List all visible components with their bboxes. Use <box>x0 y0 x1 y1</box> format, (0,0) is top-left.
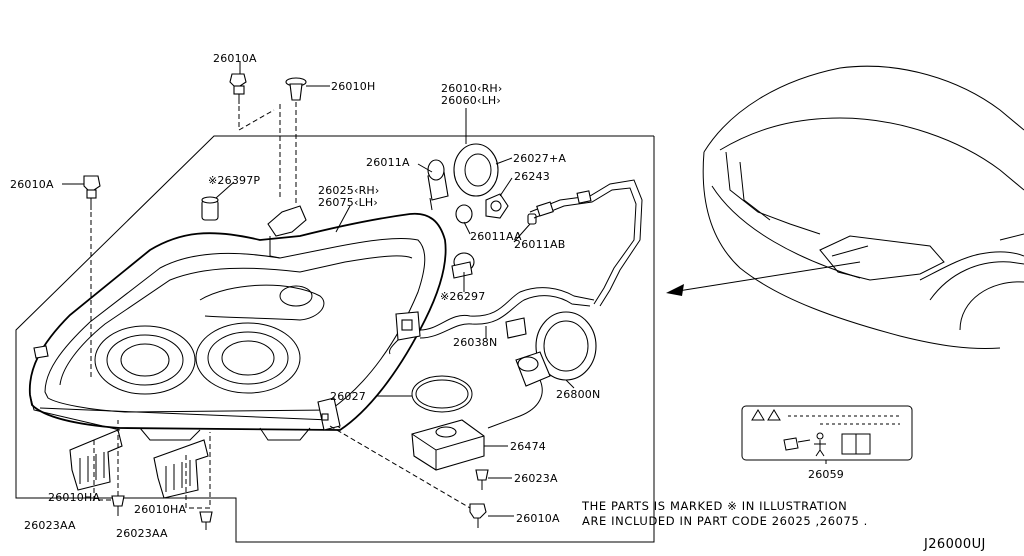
label-26059: 26059 <box>808 468 844 481</box>
label-26060LH: 26060‹LH› <box>441 94 501 107</box>
bulb-26297 <box>451 252 475 279</box>
label-26397P: ※26397P <box>208 174 260 187</box>
diagram-code: J26000UJ <box>923 537 986 552</box>
cap-26397P <box>201 196 219 221</box>
label-26011AA: 26011AA <box>470 230 522 243</box>
bolt-26010A-top <box>229 73 247 104</box>
bulb-26011AB <box>527 213 537 225</box>
bulb-26011AA <box>455 204 473 224</box>
label-26025RH: 26025‹RH› <box>318 184 380 197</box>
harness-26038N <box>389 179 643 355</box>
label-26027A: 26027+A <box>513 152 566 165</box>
clip-26010H <box>285 77 307 101</box>
bracket-26010HA-left <box>69 429 123 491</box>
label-26023AA-1: 26023AA <box>24 519 76 532</box>
screw-26023AA-2 <box>199 511 213 530</box>
label-26010HA-2: 26010HA <box>134 503 186 516</box>
socket-26243 <box>485 193 509 219</box>
bolt-26010A-left <box>83 175 101 210</box>
ballast-26474 <box>411 419 485 471</box>
label-26023A: 26023A <box>514 472 558 485</box>
label-26038N: 26038N <box>453 336 497 349</box>
bulb-26011A <box>427 159 449 211</box>
label-26243: 26243 <box>514 170 550 183</box>
label-26297: ※26297 <box>440 290 485 303</box>
warning-label-26059 <box>741 405 913 464</box>
bolt-26010A-bottom <box>469 503 487 528</box>
cover-26800N <box>535 311 597 381</box>
note-line-1: THE PARTS IS MARKED ※ IN ILLUSTRATION <box>581 499 847 513</box>
label-26075LH: 26075‹LH› <box>318 196 378 209</box>
leader-lines <box>62 62 575 517</box>
screw-26023AA-1 <box>111 495 125 516</box>
label-26800N: 26800N <box>556 388 600 401</box>
label-26010H: 26010H <box>331 80 375 93</box>
label-26011AB: 26011AB <box>514 238 565 251</box>
label-26010A-top: 26010A <box>213 52 257 65</box>
label-26010A-left: 26010A <box>10 178 54 191</box>
screw-26023A <box>475 469 489 490</box>
label-26474: 26474 <box>510 440 546 453</box>
label-26027: 26027 <box>330 390 366 403</box>
igniter <box>487 351 551 429</box>
note-line-2: ARE INCLUDED IN PART CODE 26025 ,26075 . <box>582 514 868 528</box>
vehicle-front <box>702 65 1024 349</box>
label-26011A: 26011A <box>366 156 410 169</box>
gasket-26027 <box>411 375 473 413</box>
headlamp-assembly <box>28 205 447 441</box>
label-26010A-bottom: 26010A <box>516 512 560 525</box>
cover-26027A <box>453 143 499 197</box>
locator-arrow <box>666 261 861 296</box>
label-26023AA-2: 26023AA <box>116 527 168 540</box>
label-26010RH: 26010‹RH› <box>441 82 503 95</box>
bracket-26010HA-right <box>153 439 209 499</box>
label-26010HA-1: 26010HA <box>48 491 100 504</box>
main-frame <box>15 135 655 543</box>
